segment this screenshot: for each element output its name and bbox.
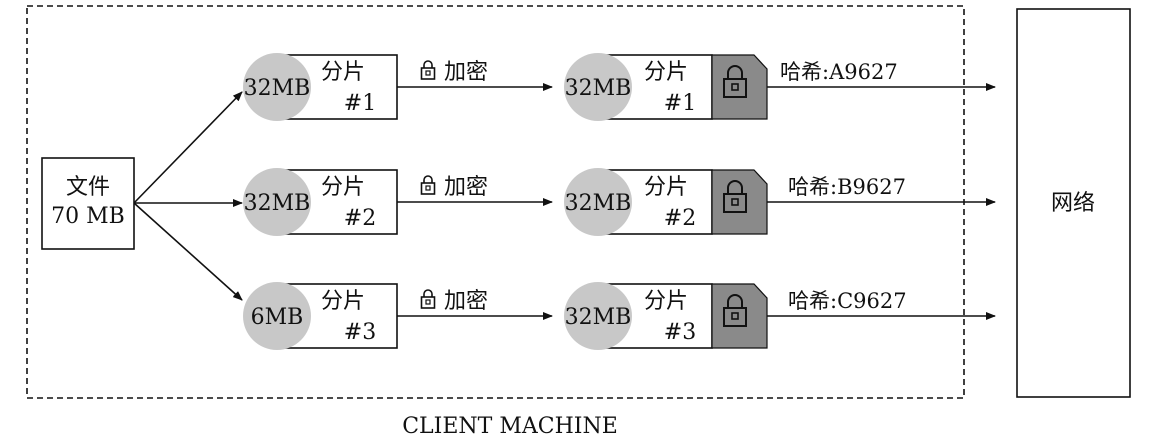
hash-label: 哈希:B9627 (788, 175, 906, 199)
chunk-number: #2 (664, 206, 696, 231)
chunk-size-circle (564, 53, 632, 121)
chunk-size-label: 32MB (565, 191, 632, 216)
lock-panel (711, 169, 768, 235)
encrypt-label: 加密 (444, 175, 488, 200)
chunk-number: #1 (664, 91, 696, 116)
network-label: 网络 (1051, 191, 1095, 216)
chunk-size-circle (564, 168, 632, 236)
chunk-size-label: 32MB (565, 76, 632, 101)
chunk-number: #2 (344, 206, 376, 231)
chunk-size-label: 32MB (244, 191, 311, 216)
chunk-size-circle (564, 282, 632, 350)
padlock-icon (420, 60, 436, 80)
chunk-size-circle (243, 53, 311, 121)
chunk-number: #3 (664, 320, 696, 345)
chunk-word: 分片 (644, 175, 688, 200)
client-machine-label: CLIENT MACHINE (402, 414, 618, 439)
encrypt-label: 加密 (444, 60, 488, 85)
chunk-word: 分片 (644, 289, 688, 314)
chunk-size-circle (243, 282, 311, 350)
chunk-size-label: 32MB (565, 305, 632, 330)
hash-label: 哈希:C9627 (788, 289, 907, 313)
padlock-icon (723, 180, 747, 213)
split-arrow-1 (133, 91, 243, 204)
chunk-number: #1 (344, 91, 376, 116)
chunk-word: 分片 (321, 175, 365, 200)
padlock-icon (420, 175, 436, 195)
chunk-word: 分片 (321, 289, 365, 314)
chunk-word: 分片 (644, 60, 688, 85)
chunk-number: #3 (344, 320, 376, 345)
split-arrow-3 (133, 202, 243, 301)
file-title: 文件 (66, 175, 110, 200)
padlock-icon (723, 294, 747, 327)
file-box: 文件 70 MB (41, 157, 135, 250)
chunk-row-2: 32MB 分片 #2 加密 32MB 分片 #2 哈希:B9627 (243, 168, 996, 236)
padlock-icon (723, 65, 747, 98)
encrypt-label: 加密 (444, 289, 488, 314)
padlock-icon (420, 289, 436, 309)
chunk-size-label: 32MB (244, 76, 311, 101)
chunk-size-label: 6MB (251, 305, 304, 330)
chunk-size-circle (243, 168, 311, 236)
network-box: 网络 (1016, 8, 1131, 398)
chunk-row-3: 6MB 分片 #3 加密 32MB 分片 #3 哈希:C9627 (243, 282, 996, 350)
chunk-word: 分片 (321, 60, 365, 85)
file-size: 70 MB (51, 204, 125, 229)
lock-panel (711, 54, 768, 120)
lock-panel (711, 283, 768, 349)
chunk-row-1: 32MB 分片 #1 加密 32MB 分片 #1 哈希:A9627 (243, 53, 996, 121)
hash-label: 哈希:A9627 (780, 60, 898, 84)
